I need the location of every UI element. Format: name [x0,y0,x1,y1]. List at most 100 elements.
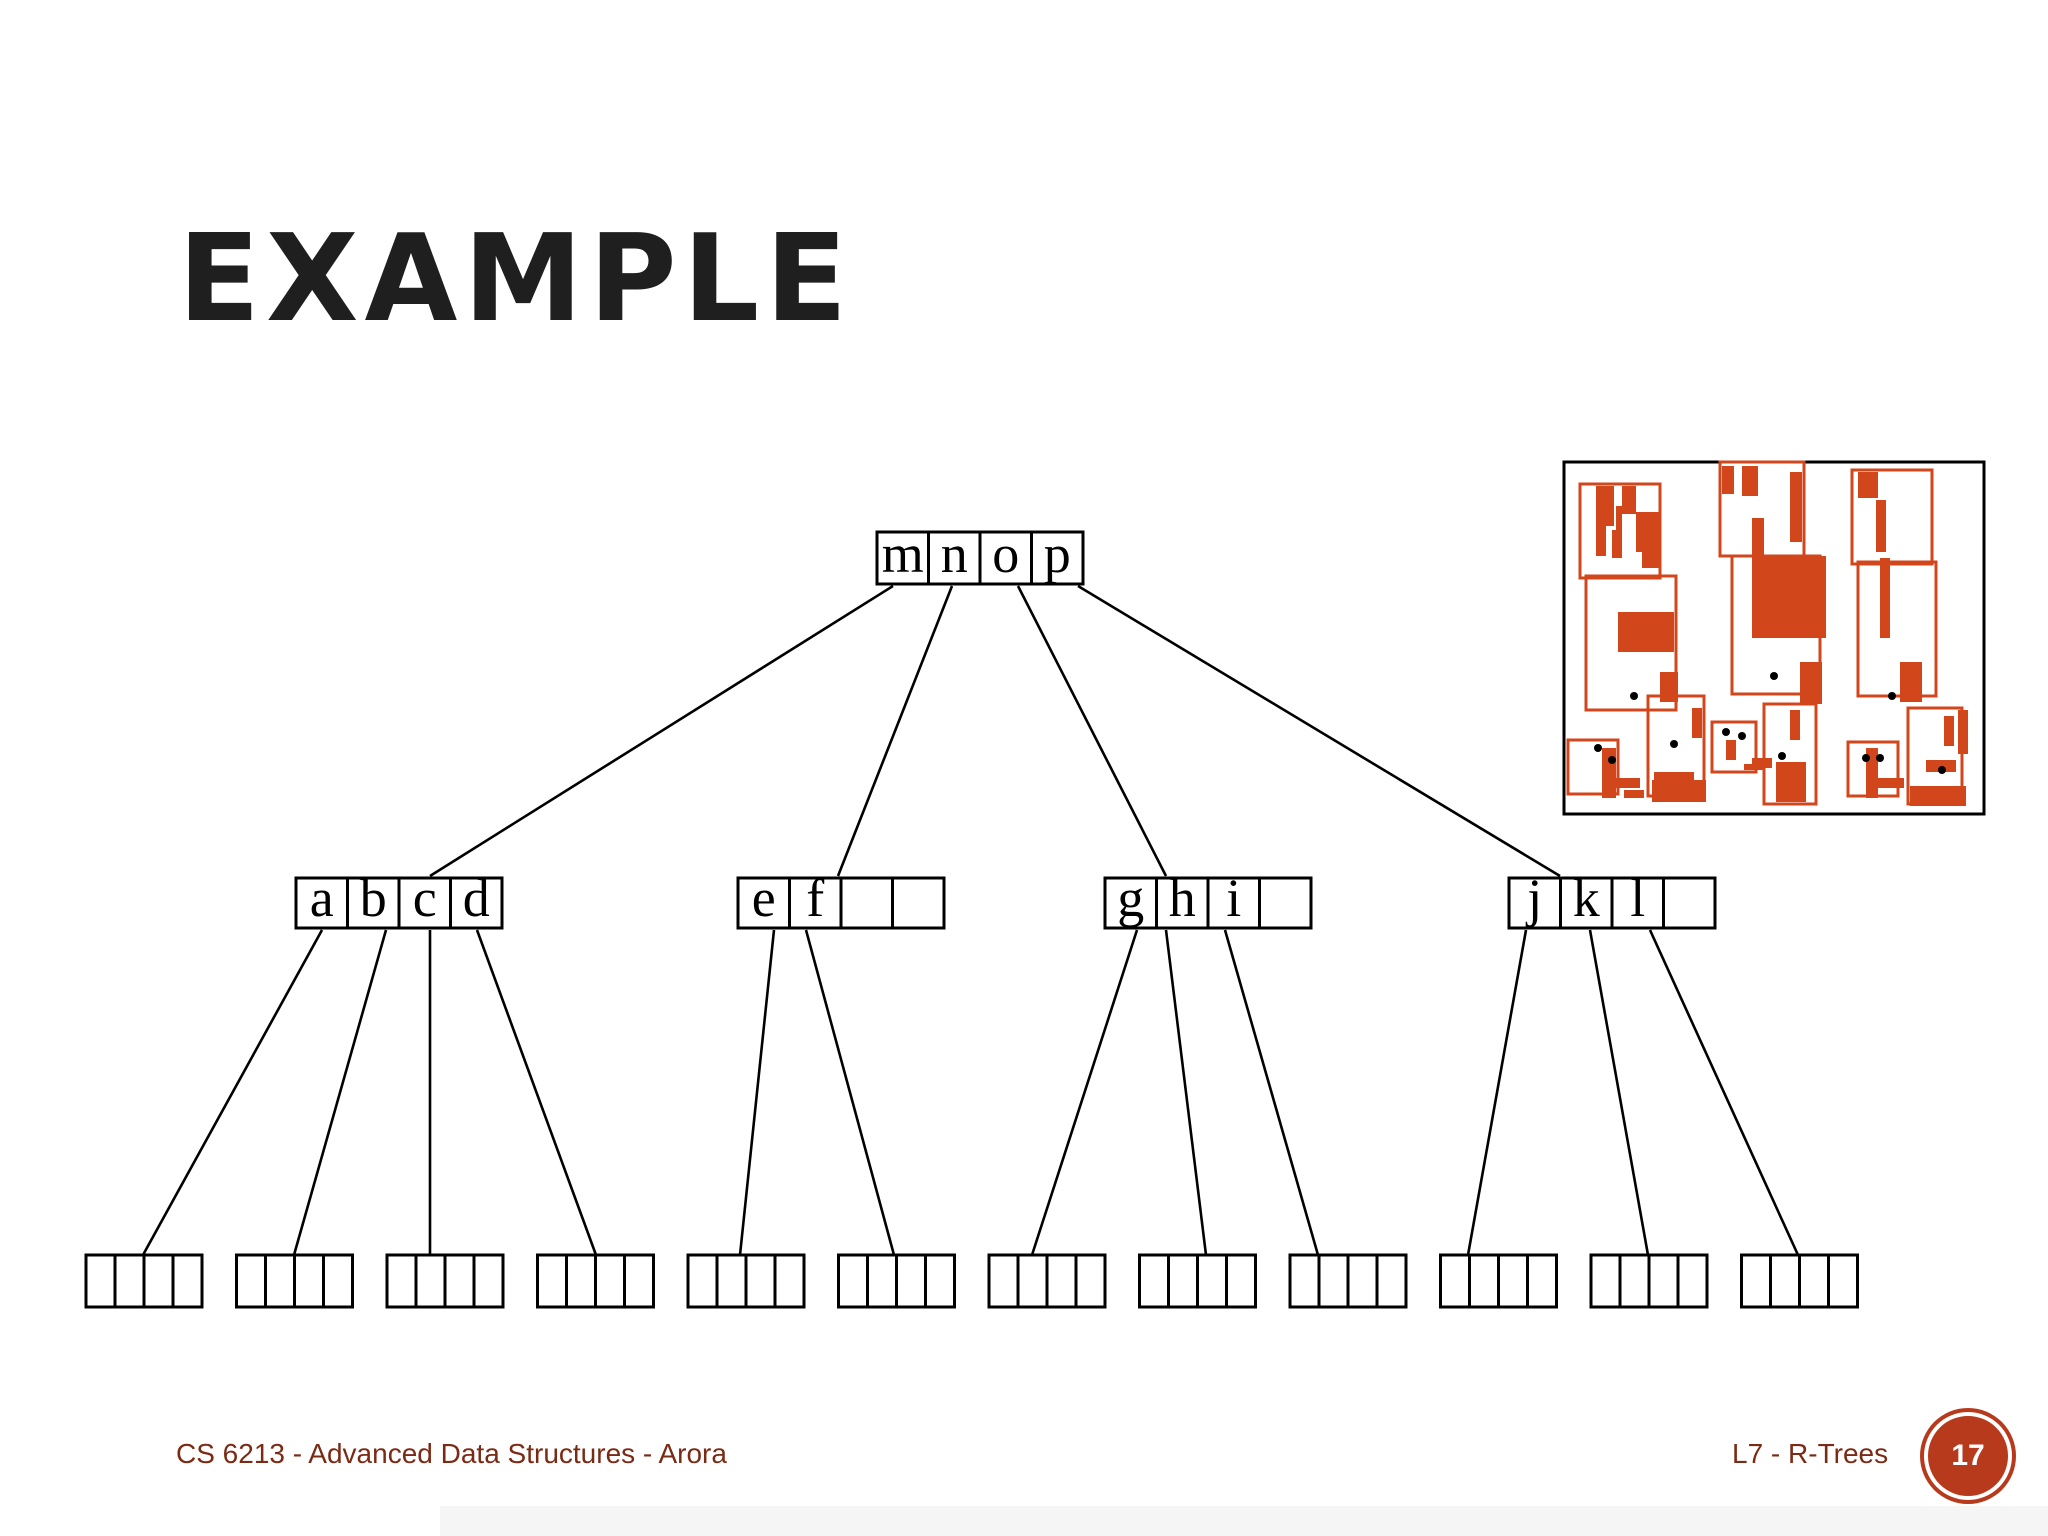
leaf-node-2-cell-2 [443,1253,476,1309]
region-block-1 [1622,486,1636,514]
region-block-23 [1752,758,1772,768]
edge-child-10 [1588,929,1650,1256]
leaf-node-11-cell-1 [1769,1253,1801,1309]
root-node-label-1: n [941,524,968,584]
region-point-10 [1876,754,1884,762]
edge-child-11 [1648,929,1800,1256]
level1-node-3-label-1: k [1573,868,1600,928]
leaf-node-5-cell-2 [895,1253,927,1309]
edge-child-8 [1223,929,1320,1256]
edge-root-0 [429,584,894,878]
region-block-10 [1858,472,1878,498]
bottom-bar [440,1506,2048,1536]
edge-root-1 [836,585,954,877]
leaf-node-9-cell-3 [1526,1253,1558,1309]
leaf-node-2-cell-3 [472,1253,505,1309]
level1-node-0-label-1: b [360,868,387,928]
leaf-node-6-cell-1 [1016,1253,1049,1309]
leaf-node-4 [686,1253,806,1309]
level1-node-2-label-0: g [1117,868,1144,928]
leaf-node-4-cell-0 [686,1253,719,1309]
level1-node-2-label-2: i [1226,868,1241,928]
leaf-node-1-cell-3 [322,1253,354,1309]
level1-node-1-label-1: f [806,868,824,928]
leaf-node-1 [235,1253,354,1309]
leaf-node-10-cell-0 [1589,1253,1622,1309]
level1-node-1-cell-0 [736,876,791,930]
leaf-node-9-cell-2 [1497,1253,1529,1309]
level1-node-3-label-2: l [1630,868,1645,928]
leaf-node-11-cell-2 [1798,1253,1830,1309]
region-point-3 [1594,744,1602,752]
root-node-cell-0 [875,530,930,586]
spatial-regions-figure [1562,460,1986,816]
region-block-8 [1790,472,1802,542]
leaf-node-8-cell-1 [1317,1253,1350,1309]
leaf-node-3 [536,1253,655,1309]
region-block-31 [1624,790,1644,798]
slide-title: EXAMPLE [178,210,854,349]
leaf-node-3-cell-3 [623,1253,655,1309]
region-block-0 [1596,486,1614,526]
leaf-node-6-cell-3 [1074,1253,1107,1309]
region-block-4 [1642,512,1660,568]
region-bbox-9 [1762,702,1818,806]
level1-node-0-cell-2 [397,876,452,930]
region-block-22 [1726,740,1736,760]
level1-node-3-cell-2 [1610,876,1665,930]
level1-node-0-cell-1 [346,876,401,930]
region-block-9 [1752,518,1764,558]
level1-node-3-cell-3 [1662,876,1717,930]
region-bbox-10 [1846,740,1900,798]
region-block-35 [1616,506,1622,530]
region-block-12 [1618,612,1674,652]
leaf-node-5-cell-3 [924,1253,956,1309]
leaf-node-4-cell-2 [744,1253,777,1309]
region-block-7 [1742,466,1758,496]
region-block-3 [1596,526,1606,556]
edge-child-1 [292,929,388,1256]
leaf-node-5-cell-0 [837,1253,869,1309]
region-bbox-6 [1566,738,1620,796]
leaf-node-0-cell-0 [84,1253,117,1309]
leaf-node-7-cell-0 [1138,1253,1170,1309]
region-point-0 [1630,692,1638,700]
level1-node-0-label-3: d [463,868,490,928]
region-block-29 [1910,786,1966,806]
leaf-node-5 [837,1253,956,1309]
region-block-27 [1878,778,1904,788]
edge-child-6 [1030,929,1139,1256]
region-block-24 [1776,762,1806,802]
region-point-2 [1888,692,1896,700]
leaf-node-1-cell-1 [264,1253,296,1309]
level1-node-1-cell-3 [891,876,946,930]
region-bbox-0 [1578,482,1662,580]
region-block-5 [1612,530,1622,558]
root-node-label-3: p [1044,524,1071,584]
edge-child-0 [141,929,324,1256]
footer-lecture: L7 - R-Trees [1732,1438,1889,1469]
edge-child-7 [1164,929,1208,1256]
region-block-21 [1652,780,1706,802]
edge-child-3 [475,929,598,1256]
leaf-node-2 [385,1253,505,1309]
region-bbox-4 [1730,554,1822,696]
leaf-node-1-cell-0 [235,1253,267,1309]
leaf-node-4-cell-3 [773,1253,806,1309]
edge-root-3 [1077,584,1561,878]
root-node-label-2: o [992,524,1019,584]
region-block-6 [1722,466,1734,494]
leaf-node-6-cell-2 [1045,1253,1078,1309]
region-bbox-7 [1646,694,1706,798]
leaf-node-5-cell-1 [866,1253,898,1309]
level1-node-0-label-2: c [413,868,437,928]
region-point-6 [1722,728,1730,736]
leaf-node-10-cell-3 [1676,1253,1709,1309]
leaf-node-6-cell-0 [987,1253,1020,1309]
leaf-node-9-cell-1 [1468,1253,1500,1309]
